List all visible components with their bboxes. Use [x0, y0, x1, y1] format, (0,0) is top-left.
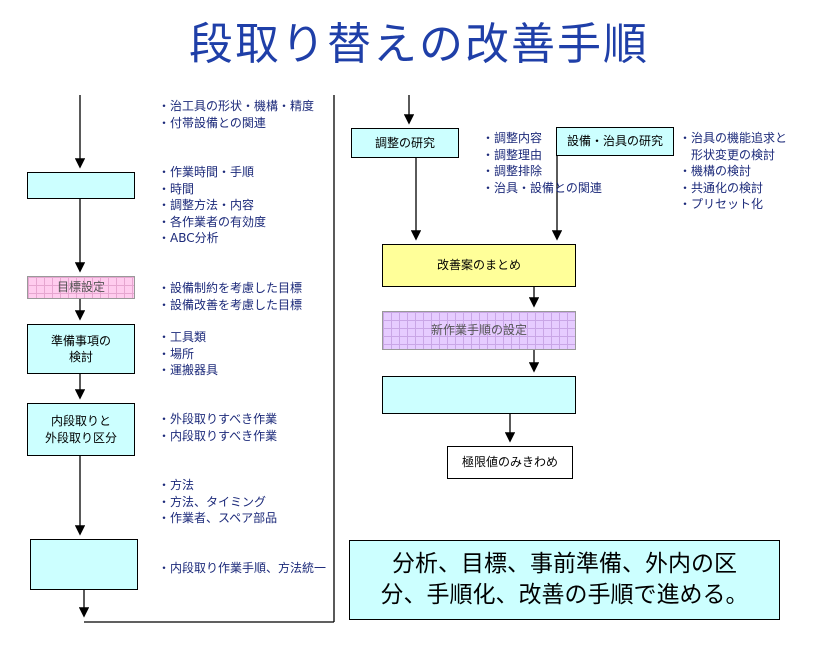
note-line: ・調整排除 — [482, 164, 543, 178]
note-line: ・治具・設備との関連 — [482, 180, 602, 195]
note-adjustment: ・調整内容 ・調整理由 ・調整排除 ・治具・設備との関連 — [482, 130, 602, 196]
equipment-study-box: 設備・治具の研究 — [556, 127, 674, 156]
note-line: ・作業時間・手順 — [158, 165, 255, 179]
note-method: ・方法 ・方法、タイミング ・作業者、スペア部品 — [158, 477, 277, 527]
note-tools: ・工具類 ・場所 ・運搬器具 — [158, 329, 218, 379]
limit-value-box: 極限値のみきわめ — [447, 446, 573, 479]
note-line: ・設備改善を考慮した目標 — [158, 297, 303, 312]
note-line: ・時間 — [158, 181, 195, 196]
note-equipment: ・治具の機能追求と 形状変更の検討 ・機構の検討 ・共通化の検討 ・プリセット化 — [679, 130, 787, 213]
note-line: ・付帯設備との関連 — [158, 115, 266, 130]
note-line: ・工具類 — [158, 330, 207, 344]
new-procedure-box: 新作業手順の設定 — [382, 311, 576, 350]
note-line: 形状変更の検討 — [679, 147, 776, 162]
page-title: 段取り替えの改善手順 — [189, 19, 649, 70]
note-line: ・調整方法・内容 — [158, 198, 255, 212]
left-step-box-5 — [30, 539, 138, 590]
note-line: ・方法、タイミング — [158, 494, 267, 509]
note-line: ・調整理由 — [482, 147, 543, 162]
note-line: ・設備制約を考慮した目標 — [158, 281, 303, 295]
right-blank-box — [382, 376, 576, 414]
note-setup-work: ・外段取りすべき作業 ・内段取りすべき作業 — [158, 411, 277, 444]
preparation-review-box: 準備事項の 検討 — [27, 324, 135, 374]
note-line: ・場所 — [158, 346, 195, 361]
improvement-summary-box: 改善案のまとめ — [382, 244, 576, 287]
note-line: ・内段取り作業手順、方法統一 — [158, 561, 327, 575]
internal-external-split-box: 内段取りと 外段取り区分 — [27, 403, 135, 456]
note-line: ・治具の機能追求と — [679, 131, 788, 145]
note-targets: ・設備制約を考慮した目標 ・設備改善を考慮した目標 — [158, 280, 302, 313]
note-line: ・作業者、スペア部品 — [158, 511, 278, 525]
note-line: ・方法 — [158, 478, 195, 492]
note-line: ・治工具の形状・機構・精度 — [158, 99, 315, 113]
note-line: ・内段取りすべき作業 — [158, 428, 278, 443]
note-tool-shape: ・治工具の形状・機構・精度 ・付帯設備との関連 — [158, 98, 314, 131]
note-line: ・機構の検討 — [679, 164, 752, 178]
note-line: ・外段取りすべき作業 — [158, 412, 278, 426]
left-step-box-1 — [27, 172, 135, 199]
note-line: ・各作業者の有効度 — [158, 214, 267, 229]
note-procedure: ・内段取り作業手順、方法統一 — [158, 560, 326, 577]
summary-callout: 分析、目標、事前準備、外内の区 分、手順化、改善の手順で進める。 — [349, 540, 780, 620]
note-line: ・プリセット化 — [679, 197, 764, 211]
note-line: ・運搬器具 — [158, 363, 219, 377]
adjustment-study-box: 調整の研究 — [351, 128, 459, 158]
goal-setting-box: 目標設定 — [27, 276, 135, 299]
note-work-time: ・作業時間・手順 ・時間 ・調整方法・内容 ・各作業者の有効度 ・ABC分析 — [158, 164, 266, 247]
note-line: ・ABC分析 — [158, 231, 219, 245]
note-line: ・調整内容 — [482, 131, 543, 145]
note-line: ・共通化の検討 — [679, 180, 764, 195]
